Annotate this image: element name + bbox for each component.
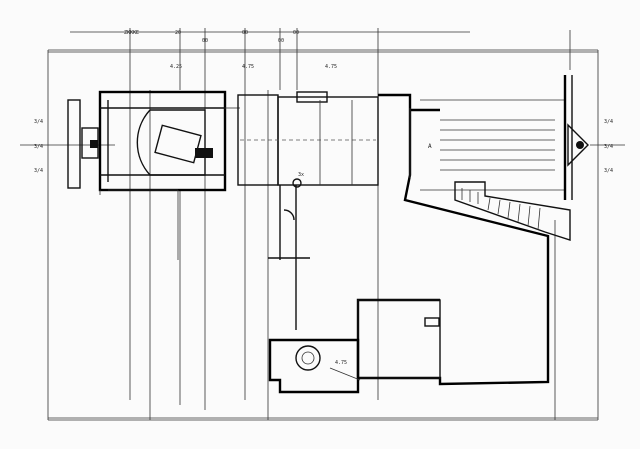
sheet-frame — [47, 49, 599, 421]
grid-label: 20 — [175, 30, 181, 36]
side-label: 3/4 — [34, 119, 43, 125]
grid-label: 00 — [278, 38, 284, 44]
east-stage: 3/4 3/4 3/4 — [563, 75, 613, 200]
east-auditorium: A — [356, 93, 565, 386]
side-label: 3/4 — [604, 144, 613, 150]
side-label: 3/4 — [34, 168, 43, 174]
west-building-block — [98, 90, 240, 260]
grid-label: ZKKKE — [124, 30, 139, 36]
top-grid-markers: ZKKKE 20 00 00 00 00 4.25 4.75 4.75 — [70, 28, 571, 90]
dimension-label: 4.75 — [325, 64, 337, 70]
room-label: 3x — [298, 172, 304, 178]
south-annex: 4.75 — [268, 185, 361, 394]
grid-label: 00 — [242, 30, 248, 36]
west-entrance-element: 3/4 3/4 3/4 — [34, 99, 99, 189]
side-label: 3/4 — [604, 168, 613, 174]
side-label: 3/4 — [604, 119, 613, 125]
room-label: A — [428, 143, 432, 150]
grid-label: 00 — [202, 38, 208, 44]
construction-lines — [20, 90, 625, 420]
side-label: 3/4 — [34, 144, 43, 150]
dimension-label: 4.75 — [242, 64, 254, 70]
central-hall: 3x — [237, 91, 379, 188]
east-staircase — [454, 181, 571, 241]
grid-label: 00 — [293, 30, 299, 36]
room-label: 4.75 — [335, 360, 347, 366]
dimension-label: 4.25 — [170, 64, 182, 70]
